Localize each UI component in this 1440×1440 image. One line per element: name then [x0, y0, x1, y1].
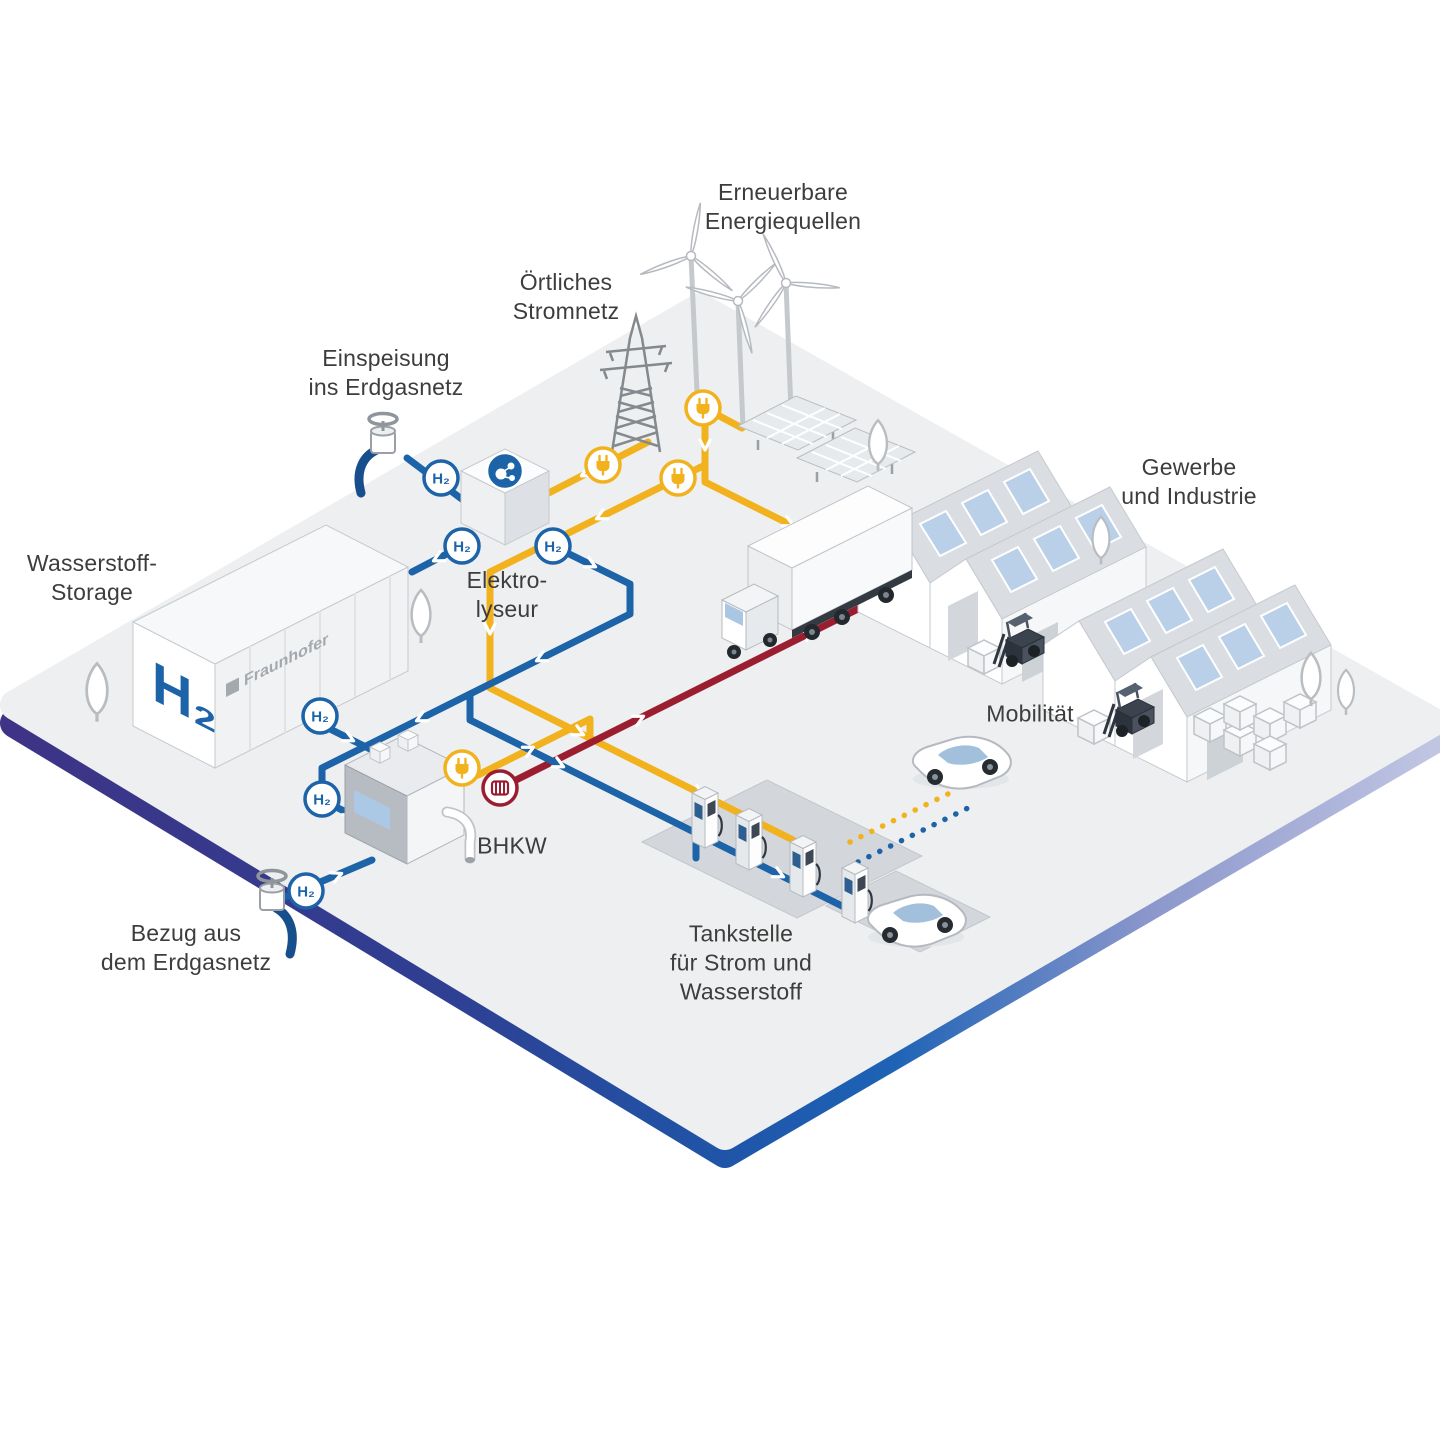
plug-icon: [659, 459, 697, 497]
h2-badge: [287, 872, 325, 910]
label-industry: Gewerbe und Industrie: [1121, 454, 1257, 509]
dotted-hydrogen-link: [855, 805, 971, 865]
pallet-box: [1223, 695, 1257, 731]
charging-dotted-link: [847, 787, 971, 865]
valve-handwheel: [256, 868, 288, 884]
wind-turbines: [638, 201, 841, 429]
label-renewables: Erneuerbare Energiequellen: [704, 179, 862, 234]
chp-window: [354, 790, 390, 830]
fuel-pump: [788, 834, 821, 899]
fuel-pump: [690, 785, 723, 850]
h2-badge: [303, 780, 341, 818]
skylights: [1175, 601, 1308, 692]
platform-surface: [0, 293, 1440, 1150]
hydrogen-line-to-fuel-station: [466, 690, 854, 914]
warehouse-building-2: [1042, 548, 1332, 783]
label-h2-storage: Wasserstoff- Storage: [26, 550, 158, 605]
warehouse-door: [948, 591, 978, 661]
h2-badge: [534, 527, 572, 565]
h2-badge: [422, 459, 460, 497]
gas-feed-valve: [354, 411, 399, 498]
electrolyser-unit: [459, 448, 551, 546]
fuel-pump: [734, 807, 767, 872]
wind-turbine: [684, 260, 779, 429]
radiator-icon: [481, 769, 519, 807]
wind-turbine: [752, 232, 841, 412]
label-electrolyser: Elektro- lyseur: [466, 567, 548, 622]
label-chp: BHKW: [477, 832, 547, 859]
pallet-box: [1193, 707, 1227, 743]
molecule-icon: [485, 451, 525, 491]
skylights: [918, 467, 1051, 558]
h2-badge: [301, 697, 339, 735]
label-local-grid: Örtliches Stromnetz: [512, 269, 620, 324]
fraunhofer-logo-icon: [226, 677, 239, 697]
rooftop-vent: [397, 729, 419, 752]
platform: [0, 293, 1440, 1168]
h2-badge: [443, 527, 481, 565]
truck: [720, 485, 914, 659]
label-gas-supply: Bezug aus dem Erdgasnetz: [100, 920, 272, 975]
wind-turbine: [638, 201, 735, 393]
gas-supply-valve: [256, 868, 297, 959]
plug-icon: [443, 749, 481, 787]
label-gas-feed-in: Einspeisung ins Erdgasnetz: [308, 345, 464, 400]
dotted-electricity-link: [847, 787, 959, 845]
rooftop-vent: [369, 741, 391, 764]
plug-icon: [584, 446, 622, 484]
hydrogen-storage-container: H₂ Fraunhofer: [131, 524, 410, 769]
label-fuel-station: Tankstelle für Strom und Wasserstoff: [670, 920, 812, 1005]
solar-array: [736, 395, 858, 451]
electricity-line-chp-out: [474, 715, 594, 779]
label-mobility: Mobilität: [986, 700, 1074, 727]
power-pylon: [599, 311, 673, 453]
plug-icon: [684, 389, 722, 427]
truck-windshield: [725, 603, 743, 626]
pallet-box: [1253, 735, 1287, 771]
valve-handwheel: [367, 411, 399, 427]
fuel-pump: [840, 860, 873, 925]
skylights: [1103, 565, 1236, 656]
